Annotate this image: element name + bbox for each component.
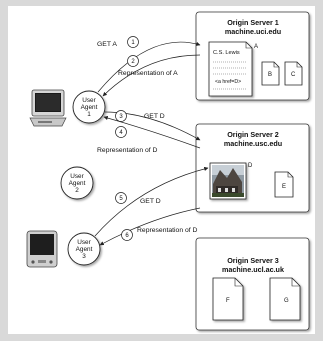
document-c: C [284,61,303,86]
origin-server-3: Origin Server 3 machine.ucl.ac.uk F G [195,237,310,331]
user-agent-1-line1: User [82,97,96,104]
arrow-representation-d-1 [103,116,201,149]
user-agent-3-line3: 3 [82,253,86,260]
document-f-label: F [226,298,230,304]
user-agent-1-line3: 1 [87,111,91,118]
frame-top [0,0,323,6]
message-representation-d-3: Representation of D [137,227,198,234]
frame-bottom [0,334,323,341]
message-get-d-1: GET D [144,113,165,120]
message-get-a: GET A [97,41,117,48]
step-6-badge: 6 [121,229,133,241]
step-5-badge: 5 [115,192,127,204]
step-6-number: 6 [125,233,129,239]
frame-left [0,0,8,341]
frame-right [315,0,323,341]
document-f: F [212,277,244,321]
document-d: D [209,162,253,200]
user-agent-2: User Agent 2 [60,166,94,200]
document-a-label: A [254,44,258,50]
step-1-badge: 1 [127,36,139,48]
server-3-host: machine.ucl.ac.uk [222,265,284,274]
server-1-name: Origin Server 1 [227,18,279,27]
arrow-get-a [97,41,201,93]
origin-server-1: Origin Server 1 machine.uci.edu A C.S. L… [195,11,310,101]
document-a-author: C.S. Lewis [213,50,240,56]
arrow-get-d-3 [94,166,209,237]
message-get-d-3: GET D [140,198,161,205]
step-2-number: 2 [131,59,135,65]
document-b: B [261,61,280,86]
user-agent-3: User Agent 3 [67,232,101,266]
user-agent-2-line3: 2 [75,187,79,194]
step-1-number: 1 [131,40,135,46]
step-4-number: 4 [119,130,123,136]
document-a: A C.S. Lewis <a href=D> [208,41,258,97]
step-3-badge: 3 [115,110,127,122]
user-agent-3-line1: User [77,239,91,246]
arrow-representation-d-3 [99,207,201,246]
step-5-number: 5 [119,196,123,202]
user-agent-1-line2: Agent [81,104,98,111]
message-representation-d-1: Representation of D [97,147,158,154]
document-d-label: D [248,163,253,169]
document-c-label: C [291,72,296,78]
step-2-badge: 2 [127,55,139,67]
house-photo-icon [212,165,244,197]
document-g: G [269,277,301,321]
origin-server-2: Origin Server 2 machine.usc.edu D E [195,123,310,213]
user-agent-2-line2: Agent [69,180,86,187]
step-4-badge: 4 [115,126,127,138]
user-agent-3-line2: Agent [76,246,93,253]
desktop-computer-icon [29,89,67,127]
document-e-label: E [282,184,286,190]
document-e: E [274,171,294,198]
message-representation-a: Representation of A [118,70,178,77]
document-a-link: <a href=D> [215,79,241,85]
server-2-name: Origin Server 2 [227,130,279,139]
server-2-host: machine.usc.edu [224,139,282,148]
arrow-get-d-1 [104,111,201,141]
document-b-label: B [268,72,272,78]
appliance-device-icon [26,230,58,268]
server-3-name: Origin Server 3 [227,256,279,265]
user-agent-1: User Agent 1 [72,90,106,124]
arrow-representation-a [102,54,201,97]
step-3-number: 3 [119,114,123,120]
user-agent-2-line1: User [70,173,84,180]
server-1-host: machine.uci.edu [225,27,281,36]
document-g-label: G [284,298,289,304]
